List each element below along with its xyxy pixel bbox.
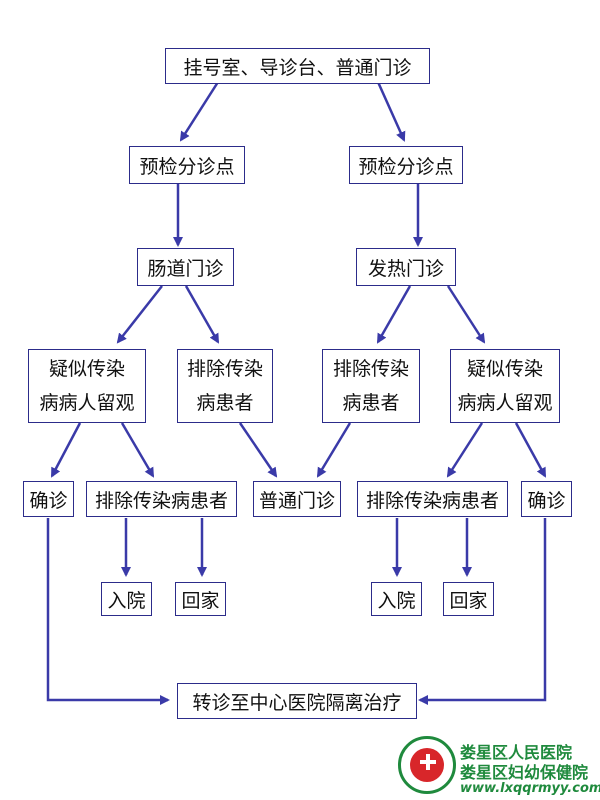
box-transfer: 转诊至中心医院隔离治疗 (177, 683, 417, 719)
box-left-exclude-patient: 排除传染病患者 (86, 481, 237, 517)
right-suspected-line2: 病病人留观 (457, 392, 553, 414)
right-excluded-line1: 排除传染 (332, 358, 409, 380)
right-excluded-line2: 病患者 (342, 392, 400, 414)
arrow-left-excluded-to-general (238, 422, 278, 478)
left-excluded-line1: 排除传染 (186, 358, 263, 380)
box-right-home: 回家 (443, 582, 494, 616)
watermark-maternity-name: 娄星区妇幼保健院 (460, 763, 589, 782)
arrow-intestinal-to-left-suspected (116, 285, 163, 344)
hospital-logo-icon (398, 736, 456, 794)
box-left-precheck: 预检分诊点 (129, 146, 245, 184)
left-suspected-line2: 病病人留观 (39, 392, 135, 414)
right-suspected-line1: 疑似传染 (466, 358, 543, 380)
box-right-admit: 入院 (371, 582, 422, 616)
arrow-fever-to-right-excluded (376, 285, 412, 344)
box-left-confirmed: 确诊 (23, 481, 74, 517)
watermark-hospital-name: 娄星区人民医院 (460, 743, 573, 762)
arrow-top-to-right-precheck (376, 81, 406, 142)
watermark-url: www.lxqqrmyy.com (460, 781, 600, 796)
box-right-precheck: 预检分诊点 (349, 146, 463, 184)
box-fever-clinic: 发热门诊 (356, 248, 456, 286)
box-intestinal-clinic: 肠道门诊 (137, 248, 234, 286)
arrow-fever-to-right-suspected (446, 285, 486, 344)
box-right-suspected: 疑似传染 病病人留观 (450, 349, 560, 423)
arrow-right-suspected-to-confirmed (514, 422, 547, 478)
box-left-home: 回家 (175, 582, 226, 616)
arrow-left-confirmed-to-transfer (46, 518, 170, 705)
arrow-left-suspected-to-confirmed (50, 422, 82, 478)
arrow-right-excluded-to-general (316, 422, 352, 478)
arrow-top-to-left-precheck (179, 81, 220, 142)
arrow-left-suspected-to-exclude (120, 422, 155, 478)
box-right-exclude-patient: 排除传染病患者 (357, 481, 508, 517)
left-excluded-line2: 病患者 (196, 392, 254, 414)
left-suspected-line1: 疑似传染 (48, 358, 125, 380)
box-registration: 挂号室、导诊台、普通门诊 (165, 48, 430, 84)
box-right-excluded: 排除传染 病患者 (322, 349, 420, 423)
box-left-admit: 入院 (101, 582, 152, 616)
box-right-confirmed: 确诊 (521, 481, 572, 517)
arrow-right-suspected-to-exclude (446, 422, 484, 478)
arrow-right-confirmed-to-transfer (418, 518, 547, 705)
box-left-excluded: 排除传染 病患者 (177, 349, 273, 423)
hospital-watermark: 娄星区人民医院 娄星区妇幼保健院 www.lxqqrmyy.com (398, 736, 600, 800)
box-general-clinic: 普通门诊 (253, 481, 341, 517)
box-left-suspected: 疑似传染 病病人留观 (28, 349, 146, 423)
arrow-intestinal-to-left-excluded (184, 285, 220, 344)
